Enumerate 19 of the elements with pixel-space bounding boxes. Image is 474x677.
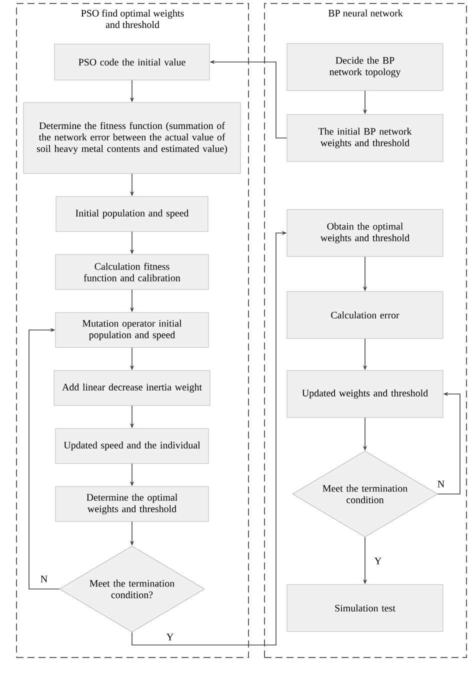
process-box: Calculation fitness function and calibration (55, 254, 209, 290)
process-box: Decide the BP network topology (286, 43, 444, 91)
process-box: Updated weights and threshold (286, 370, 444, 418)
arrow (28, 328, 60, 590)
edge-label: N (436, 480, 446, 488)
process-box: Calculation error (286, 291, 444, 339)
edge-label: Y (165, 632, 175, 642)
process-box: Add linear decrease inertia weight (54, 370, 210, 406)
edge-label: N (39, 574, 49, 584)
process-box: Updated speed and the individual (55, 428, 209, 464)
process-box: Determine the fitness function (summation of the network error between the actual value of soil heavy metal contents and estimated value) (23, 102, 241, 174)
process-box: Determine the optimal weights and threshold (55, 486, 209, 522)
process-box: PSO code the initial value (54, 44, 210, 80)
process-box: Initial population and speed (56, 196, 208, 232)
process-box: The initial BP network weights and threshold (286, 114, 444, 162)
process-box: Simulation test (286, 584, 444, 632)
process-box: Mutation operator initial population and speed (55, 312, 209, 348)
process-box: Obtain the optimal weights and threshold (286, 209, 444, 257)
edge-label: Y (373, 556, 383, 566)
